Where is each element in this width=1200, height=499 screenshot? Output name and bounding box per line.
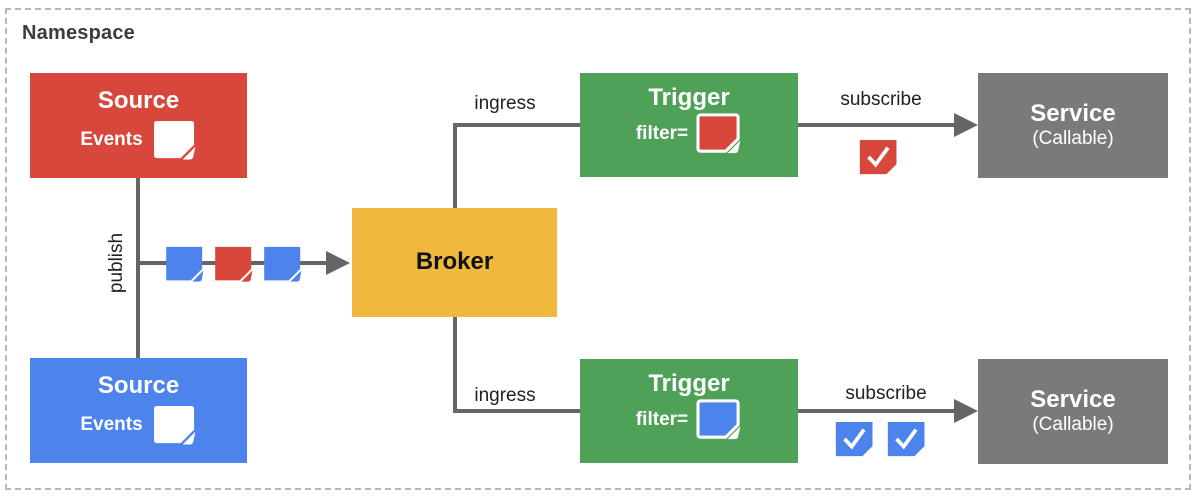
ingress-top-label: ingress: [474, 93, 536, 114]
trigger-top-filter-row: filter=: [636, 113, 742, 155]
source-red-title: Source: [97, 87, 180, 114]
publish-vertical-line: [136, 178, 140, 358]
namespace-boundary: [5, 8, 1191, 490]
trigger-bottom-box: Trigger filter=: [580, 359, 798, 463]
trigger-bottom-filter-label: filter=: [635, 409, 689, 431]
subscribe-top-label: subscribe: [840, 89, 922, 110]
trigger-top-box: Trigger filter=: [580, 73, 798, 177]
subscribe-bottom-label: subscribe: [845, 383, 927, 404]
ingress-top-vertical-line: [453, 123, 457, 209]
publish-arrowhead-icon: [326, 251, 350, 275]
event-note-icon: [263, 246, 303, 282]
source-red-box: Source Events: [30, 73, 247, 178]
ingress-bottom-vertical-line: [453, 317, 457, 413]
trigger-bottom-filter-row: filter=: [636, 399, 742, 441]
subscribe-bottom-line: [798, 409, 956, 413]
filter-note-icon: [696, 399, 742, 441]
service-bottom-box: Service (Callable): [978, 359, 1168, 464]
namespace-label: Namespace: [22, 22, 135, 44]
filter-note-icon: [696, 113, 742, 155]
ingress-bottom-horizontal-line: [453, 409, 580, 413]
ingress-bottom-label: ingress: [474, 385, 536, 406]
source-red-events-row: Events: [80, 120, 196, 160]
check-note-icon: [887, 421, 927, 458]
source-blue-events-row: Events: [80, 405, 196, 445]
check-note-icon: [859, 139, 899, 176]
source-red-events-label: Events: [80, 129, 143, 151]
subscribe-bottom-arrowhead-icon: [954, 399, 978, 423]
subscribe-top-line: [798, 123, 956, 127]
check-note-icon: [835, 421, 875, 458]
broker-title: Broker: [415, 248, 494, 276]
service-top-subtitle: (Callable): [1032, 127, 1114, 149]
trigger-top-filter-label: filter=: [635, 123, 689, 145]
subscribe-top-arrowhead-icon: [954, 113, 978, 137]
broker-box: Broker: [352, 208, 557, 317]
ingress-top-horizontal-line: [453, 123, 580, 127]
service-top-box: Service (Callable): [978, 73, 1168, 178]
service-bottom-subtitle: (Callable): [1032, 413, 1114, 435]
event-note-icon: [153, 120, 197, 160]
trigger-top-title: Trigger: [648, 84, 730, 111]
source-blue-title: Source: [97, 372, 180, 399]
event-note-icon: [165, 246, 205, 282]
publish-label: publish: [106, 232, 127, 294]
event-note-icon: [153, 405, 197, 445]
event-note-icon: [214, 246, 254, 282]
source-blue-events-label: Events: [80, 414, 143, 436]
source-blue-box: Source Events: [30, 358, 247, 463]
trigger-bottom-title: Trigger: [648, 370, 730, 397]
service-top-title: Service: [1030, 100, 1116, 128]
service-bottom-title: Service: [1030, 386, 1116, 414]
